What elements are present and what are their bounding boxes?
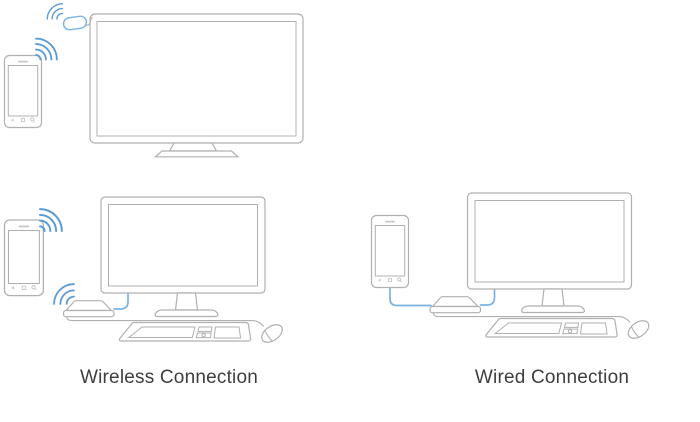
wifi-signal-icon xyxy=(53,283,75,305)
desktop-setup xyxy=(62,196,287,347)
wired-scene xyxy=(370,192,653,343)
wireless-scene xyxy=(3,196,287,347)
wired-connection-label: Wired Connection xyxy=(474,367,630,388)
tv-screen xyxy=(96,21,297,137)
dongle-connector xyxy=(85,16,93,26)
wifi-signal-icon xyxy=(35,37,58,61)
tv-scene xyxy=(3,3,304,158)
smartphone xyxy=(3,54,43,129)
smartphone xyxy=(370,214,410,289)
display-dongle xyxy=(62,15,88,31)
wireless-connection-label: Wireless Connection xyxy=(79,367,259,388)
tv-stand-neck xyxy=(168,142,218,152)
tv-stand-base xyxy=(153,150,240,158)
wifi-signal-icon xyxy=(46,3,64,20)
desktop-setup xyxy=(429,192,653,343)
smartphone xyxy=(3,219,44,297)
usb-cable xyxy=(389,287,432,307)
wifi-signal-icon xyxy=(39,208,63,232)
tv xyxy=(89,13,304,158)
